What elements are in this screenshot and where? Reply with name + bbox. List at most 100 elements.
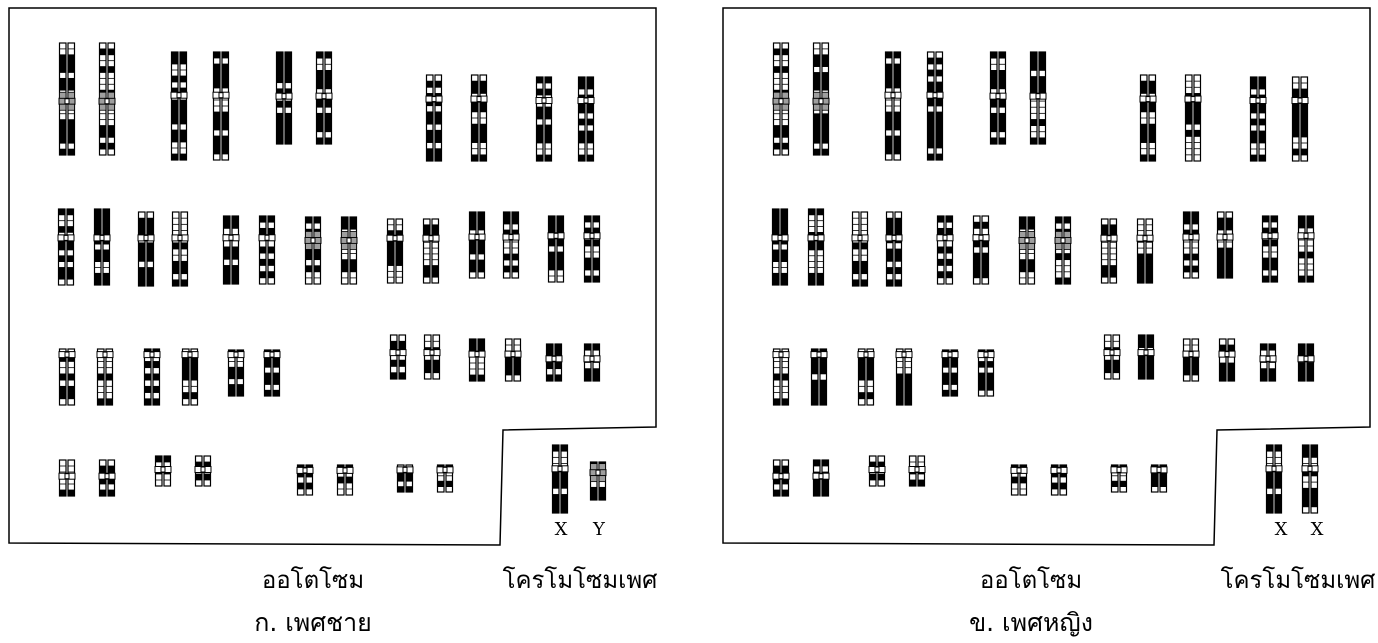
chromosome-10a	[386, 218, 404, 284]
chromosome-15b	[263, 349, 281, 397]
chromosome-14a	[143, 348, 161, 406]
chromosome-21b	[1050, 464, 1068, 496]
chromosome-12b	[583, 215, 601, 283]
chromosome-13b	[96, 348, 114, 406]
chromosome-14a	[857, 348, 875, 406]
chromosome-1a	[772, 42, 790, 156]
chromosome-11b	[1216, 211, 1234, 279]
chromosome-19b	[812, 459, 830, 497]
chromosome-19a	[58, 459, 76, 497]
chromosome-4a	[1139, 74, 1157, 162]
chromosome-18b	[1297, 343, 1315, 382]
chromosome-12a	[547, 215, 565, 283]
chromosome-18a	[545, 343, 563, 382]
chromosome-9a	[1018, 216, 1036, 285]
chromosome-22a	[1110, 464, 1128, 493]
male-sex-letter-1: X	[554, 519, 568, 540]
chromosome-6a	[57, 208, 75, 286]
chromosome-10b	[422, 218, 440, 284]
chromosome-17b	[504, 338, 522, 382]
chromosome-8b	[972, 215, 990, 285]
x-chromosome-1	[1265, 444, 1283, 514]
chromosome-11a	[468, 211, 486, 279]
chromosome-15a	[227, 349, 245, 397]
chromosome-8b	[258, 215, 276, 285]
chromosome-10a	[1100, 218, 1118, 284]
chromosome-20b	[908, 455, 926, 487]
chromosome-22b	[436, 464, 454, 493]
panel-border	[8, 7, 657, 546]
chromosome-9a	[304, 216, 322, 285]
chromosome-13a	[772, 348, 790, 406]
chromosome-4a	[425, 74, 443, 162]
chromosome-3b	[1029, 51, 1047, 145]
chromosome-14b	[181, 348, 199, 406]
chromosome-2a	[884, 51, 902, 161]
chromosome-19a	[772, 459, 790, 497]
chromosome-11a	[1182, 211, 1200, 279]
chromosome-14b	[895, 348, 913, 406]
chromosome-5b	[577, 76, 595, 162]
chromosome-22b	[1150, 464, 1168, 493]
chromosome-20a	[154, 455, 172, 487]
chromosome-21a	[296, 464, 314, 496]
male-karyotype-panel	[8, 7, 657, 546]
chromosome-4b	[470, 74, 488, 162]
chromosome-16a	[389, 334, 407, 380]
panel-border	[722, 7, 1371, 546]
chromosome-5b	[1291, 76, 1309, 162]
chromosome-21b	[336, 464, 354, 496]
chromosome-15b	[977, 349, 995, 397]
chromosome-1a	[58, 42, 76, 156]
chromosome-5a	[1249, 76, 1267, 162]
chromosome-20b	[194, 455, 212, 487]
chromosome-12a	[1261, 215, 1279, 283]
chromosome-12b	[1297, 215, 1315, 283]
chromosome-8a	[222, 215, 240, 285]
male-sex-chromosome-label: โครโมโซมเพศ	[502, 566, 658, 594]
chromosome-9b	[340, 216, 358, 285]
female-sex-letter-1: X	[1274, 519, 1288, 540]
chromosome-7a	[137, 211, 155, 287]
chromosome-17b	[1218, 338, 1236, 382]
x-chromosome-2	[1301, 444, 1319, 514]
chromosome-5a	[535, 76, 553, 162]
chromosome-11b	[502, 211, 520, 279]
chromosome-7b	[885, 211, 903, 287]
x-chromosome	[551, 444, 569, 514]
chromosome-2b	[926, 51, 944, 161]
female-autosome-label: ออโตโซม	[979, 566, 1083, 594]
chromosome-7b	[171, 211, 189, 287]
y-chromosome	[589, 461, 607, 501]
chromosome-13b	[810, 348, 828, 406]
chromosome-18b	[583, 343, 601, 382]
chromosome-2a	[170, 51, 188, 161]
chromosome-3b	[315, 51, 333, 145]
chromosome-13a	[58, 348, 76, 406]
chromosome-9b	[1054, 216, 1072, 285]
chromosome-1b	[812, 42, 830, 156]
chromosome-16b	[423, 334, 441, 380]
chromosome-6b	[93, 208, 111, 286]
chromosome-2b	[212, 51, 230, 161]
chromosome-19b	[98, 459, 116, 497]
chromosome-4b	[1184, 74, 1202, 162]
chromosome-8a	[936, 215, 954, 285]
chromosome-16b	[1137, 334, 1155, 380]
female-caption: ข. เพศหญิง	[969, 608, 1093, 637]
chromosome-6a	[771, 208, 789, 286]
chromosome-17a	[1182, 338, 1200, 382]
chromosome-15a	[941, 349, 959, 397]
chromosome-22a	[396, 464, 414, 493]
chromosome-17a	[468, 338, 486, 382]
female-sex-letter-2: X	[1310, 519, 1324, 540]
male-caption: ก. เพศชาย	[254, 608, 372, 637]
chromosome-10b	[1136, 218, 1154, 284]
chromosome-1b	[98, 42, 116, 156]
chromosome-16a	[1103, 334, 1121, 380]
female-sex-chromosome-label: โครโมโซมเพศ	[1220, 566, 1376, 594]
chromosome-6b	[807, 208, 825, 286]
male-sex-letter-2: Y	[593, 519, 605, 540]
chromosome-3a	[989, 51, 1007, 145]
